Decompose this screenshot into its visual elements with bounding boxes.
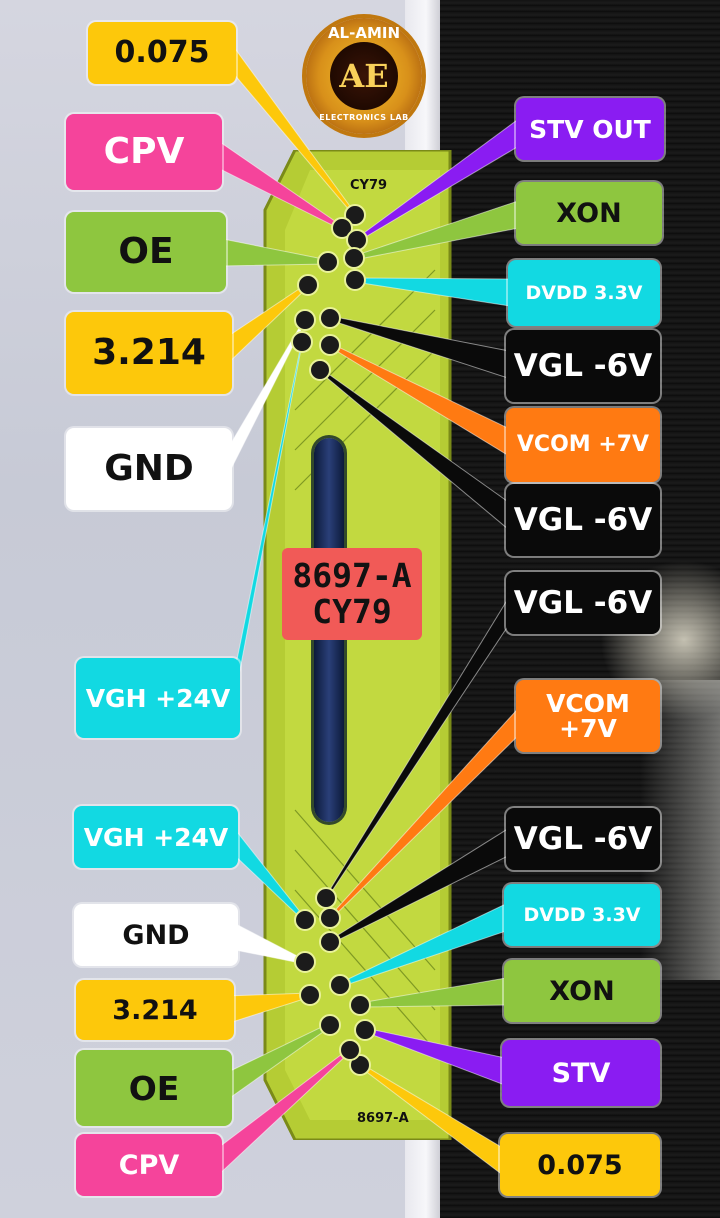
leader-line-bottom-right-xon: [359, 976, 513, 1008]
leader-line-bottom-left-oe: [223, 1022, 331, 1103]
pin-label-text: XON: [549, 975, 615, 1007]
logo-bottom-text: ELECTRONICS LAB: [319, 113, 409, 122]
pin-label-oe: OE: [66, 212, 226, 292]
pin-label-text: VCOM +7V: [546, 689, 630, 743]
pin-label-vgl-6v: VGL -6V: [506, 330, 660, 402]
chip-title-line2: CY79: [312, 592, 392, 631]
chip-title-line1: 8697-A: [292, 555, 412, 595]
pin-label-dvdd-3-3v: DVDD 3.3V: [504, 884, 660, 946]
pin-label-dvdd-3-3v: DVDD 3.3V: [508, 260, 660, 326]
pin-label-text: 3.214: [92, 332, 206, 373]
pin-label-text: OE: [128, 1068, 180, 1108]
pin-pad-dvdd-3-3v: [344, 269, 366, 291]
pin-label-text: 0.075: [537, 1149, 623, 1181]
pin-label-text: CPV: [118, 1149, 180, 1181]
leader-line-bottom-right-0-075: [359, 1062, 509, 1181]
pin-label-cpv: CPV: [66, 114, 222, 190]
pin-label-text: VGL -6V: [513, 584, 653, 621]
pin-label-text: VGL -6V: [513, 501, 653, 538]
pin-label-cpv: CPV: [76, 1134, 222, 1196]
logo-monogram: AE: [339, 57, 389, 95]
pin-label-gnd: GND: [74, 904, 238, 966]
pin-label-text: VGL -6V: [513, 820, 653, 857]
pin-pad-gnd: [294, 951, 316, 973]
pin-label-stv: STV: [502, 1040, 660, 1106]
pin-label-text: DVDD 3.3V: [525, 281, 643, 304]
pin-pad-xon: [343, 247, 365, 269]
pin-label-vgl-6v: VGL -6V: [506, 572, 660, 634]
pin-label-text: VGL -6V: [513, 347, 653, 384]
pin-pad-vcom-7v: [319, 334, 341, 356]
leader-line-top-right-xon: [353, 198, 525, 261]
pin-label-text: VGH +24V: [85, 683, 231, 713]
pin-pad-vgh-24v: [291, 331, 313, 353]
pin-label-xon: XON: [504, 960, 660, 1022]
pin-pad-dvdd-3-3v: [329, 974, 351, 996]
chip-bottom-mark: 8697-A: [357, 1111, 409, 1126]
pin-pad-vgl-6v: [319, 931, 341, 953]
leader-line-bottom-left-vgh-24v: [229, 821, 306, 924]
pin-pad-cpv: [331, 217, 353, 239]
pin-pad-3-214: [297, 274, 319, 296]
logo-monogram-badge: AE: [330, 42, 398, 110]
pin-label-text: XON: [556, 197, 622, 229]
leader-line-bottom-right-stv: [364, 1027, 511, 1088]
pin-label-text: STV: [551, 1057, 611, 1089]
pin-pad-vgl-6v: [309, 359, 331, 381]
logo-top-text: AL-AMIN: [327, 24, 401, 42]
pin-label-gnd: GND: [66, 428, 232, 510]
pin-label-text: 0.075: [114, 35, 210, 70]
pin-label-0-075: 0.075: [88, 22, 236, 84]
pin-pad-vgh-24v: [294, 909, 316, 931]
cof-board: [263, 150, 452, 1140]
pin-label-vcom-7v: VCOM +7V: [506, 408, 660, 482]
pin-pad-xon: [349, 994, 371, 1016]
pin-label-text: GND: [122, 919, 190, 951]
pin-label-vgl-6v: VGL -6V: [506, 484, 660, 556]
pin-label-text: CPV: [103, 131, 185, 172]
leader-line-top-left-cpv: [213, 137, 343, 231]
brand-logo: AL-AMIN AE ELECTRONICS LAB: [306, 18, 422, 134]
pin-label-text: GND: [104, 448, 194, 489]
leader-line-top-right-vgl-6v: [329, 315, 515, 381]
pin-pad-oe: [319, 1014, 341, 1036]
pin-pad-0-075: [349, 1054, 371, 1076]
leader-line-bottom-left-cpv: [213, 1046, 351, 1181]
pin-pad-cpv: [339, 1039, 361, 1061]
pin-label-3-214: 3.214: [76, 980, 234, 1040]
pin-pad-stv-out: [346, 229, 368, 251]
pin-pad-stv: [354, 1019, 376, 1041]
pin-label-0-075: 0.075: [500, 1134, 660, 1196]
pin-label-vcom-7v: VCOM +7V: [516, 680, 660, 752]
pin-pad-gnd: [294, 309, 316, 331]
pin-label-text: VCOM +7V: [516, 432, 650, 457]
pin-label-vgh-24v: VGH +24V: [76, 658, 240, 738]
pin-label-3-214: 3.214: [66, 312, 232, 394]
chip-title: 8697-A CY79: [282, 548, 422, 640]
pin-pad-0-075: [344, 204, 366, 226]
pin-label-text: STV OUT: [529, 114, 651, 144]
leader-line-bottom-left-3-214: [225, 992, 311, 1025]
pin-label-xon: XON: [516, 182, 662, 244]
chip-top-mark: CY79: [350, 178, 388, 193]
leader-line-bottom-left-gnd: [229, 920, 306, 965]
pin-label-oe: OE: [76, 1050, 232, 1126]
leader-line-top-left-oe: [217, 237, 329, 267]
leader-line-bottom-right-dvdd-3-3v: [339, 900, 513, 988]
pin-pad-3-214: [299, 984, 321, 1006]
pin-label-text: DVDD 3.3V: [523, 903, 641, 926]
pin-label-text: 3.214: [112, 994, 198, 1026]
pin-label-stv-out: STV OUT: [516, 98, 664, 160]
leader-line-top-right-dvdd-3-3v: [354, 277, 517, 308]
pin-label-vgl-6v: VGL -6V: [506, 808, 660, 870]
pin-label-text: VGH +24V: [83, 822, 229, 852]
pin-pad-vgl-6v: [315, 887, 337, 909]
pin-label-text: OE: [118, 231, 174, 272]
pin-pad-vgl-6v: [319, 307, 341, 329]
pin-pad-oe: [317, 251, 339, 273]
pin-label-vgh-24v: VGH +24V: [74, 806, 238, 868]
pin-pad-vcom-7v: [319, 907, 341, 929]
